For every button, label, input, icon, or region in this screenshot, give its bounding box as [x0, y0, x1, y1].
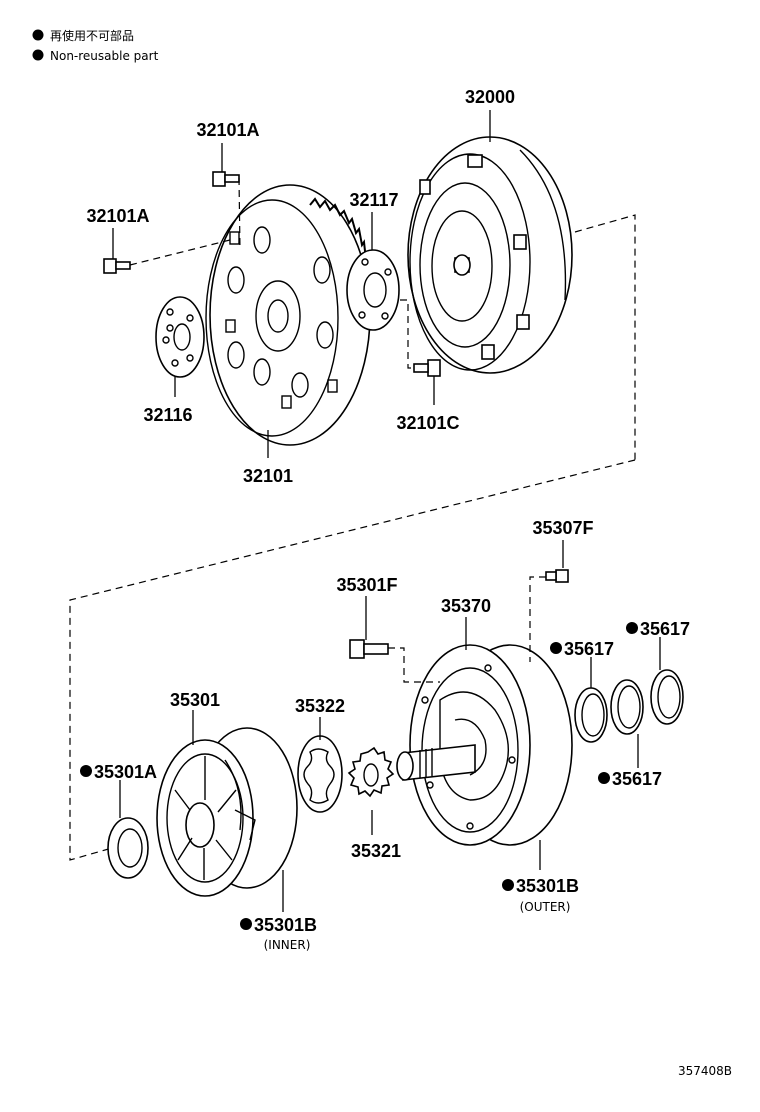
label-35370: 35370 — [441, 596, 491, 616]
sublabel-inner: (INNER) — [264, 938, 311, 952]
label-32116: 32116 — [143, 405, 192, 425]
legend-line-jp: 再使用不可部品 — [50, 28, 134, 43]
legend: 再使用不可部品 Non-reusable part — [32, 28, 159, 63]
label-35617-c: 35617 — [612, 769, 662, 789]
label-32000: 32000 — [465, 87, 515, 107]
o-ring-35617-2 — [610, 679, 644, 735]
spacer-32117 — [346, 249, 400, 331]
legend-bullet-1 — [32, 29, 44, 41]
label-32101c: 32101C — [396, 413, 459, 433]
label-35301b-outer: 35301B — [516, 876, 579, 896]
label-35322: 35322 — [295, 696, 345, 716]
plate-32116 — [155, 296, 205, 378]
torque-converter-32000 — [407, 136, 573, 374]
oil-seal-35301a — [107, 817, 149, 879]
oil-pump-cover-35301 — [156, 727, 298, 897]
bolt-35307f — [545, 569, 569, 583]
label-35301: 35301 — [170, 690, 220, 710]
non-reusable-marker — [240, 918, 252, 930]
non-reusable-marker — [550, 642, 562, 654]
legend-bullet-2 — [32, 49, 44, 61]
label-35617-a: 35617 — [640, 619, 690, 639]
label-35301f: 35301F — [336, 575, 397, 595]
non-reusable-marker — [80, 765, 92, 777]
o-ring-35617-3 — [650, 669, 684, 725]
label-32101: 32101 — [243, 466, 293, 486]
label-32117: 32117 — [349, 190, 398, 210]
o-ring-35617-1 — [574, 687, 608, 743]
label-35307f: 35307F — [532, 518, 593, 538]
label-35321: 35321 — [351, 841, 401, 861]
bolt-32101a-left — [103, 258, 131, 274]
bolt-35301f — [349, 639, 389, 659]
label-32101a-top: 32101A — [196, 120, 259, 140]
driven-gear-35322 — [297, 735, 343, 813]
non-reusable-marker — [626, 622, 638, 634]
non-reusable-marker — [598, 772, 610, 784]
legend-line-en: Non-reusable part — [50, 49, 159, 63]
bolt-32101c — [413, 359, 441, 377]
sublabel-outer: (OUTER) — [520, 900, 571, 914]
drawing-code: 357408B — [678, 1064, 732, 1078]
drive-gear-35321 — [347, 746, 395, 798]
non-reusable-marker — [502, 879, 514, 891]
bolt-32101a-top — [212, 171, 240, 187]
label-35617-b: 35617 — [564, 639, 614, 659]
label-35301b-inner: 35301B — [254, 915, 317, 935]
oil-pump-body-35370 — [396, 644, 573, 846]
label-35301a: 35301A — [94, 762, 157, 782]
label-32101a-left: 32101A — [86, 206, 149, 226]
drive-plate-32101 — [205, 184, 371, 446]
